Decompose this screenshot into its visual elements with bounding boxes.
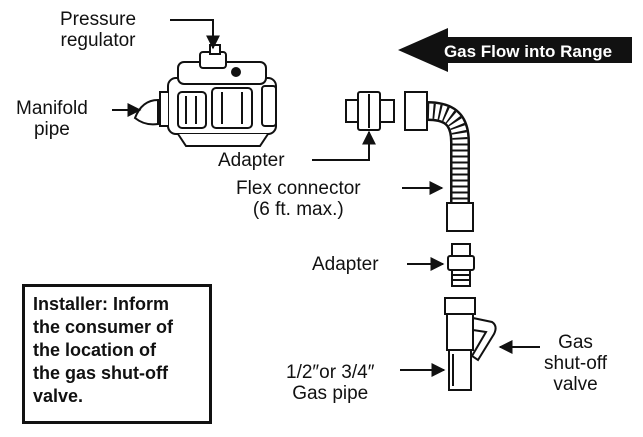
pressure-regulator-label: Pressure regulator [60,9,137,51]
adapter-top-label: Adapter [218,150,285,171]
shutoff-valve-label: Gas shut-off valve [544,332,608,395]
flex-connector-drawing [404,91,474,232]
adapter-bottom-label: Adapter [312,254,379,275]
installer-note: Installer: Inform the consumer of the lo… [22,284,212,424]
gas-pipe-label: 1/2″or 3/4″ Gas pipe [286,362,375,404]
flex-connector-label: Flex connector (6 ft. max.) [236,178,361,220]
manifold-pipe-label: Manifold pipe [16,98,88,140]
leader-lines [112,19,540,377]
adapter-top-drawing [345,91,395,131]
gas-flow-arrow: Gas Flow into Range [398,28,632,72]
pressure-regulator-drawing [133,44,277,147]
adapter-bottom-drawing [447,243,475,287]
shutoff-valve-drawing [444,297,497,391]
gas-flow-label: Gas Flow into Range [444,42,612,61]
